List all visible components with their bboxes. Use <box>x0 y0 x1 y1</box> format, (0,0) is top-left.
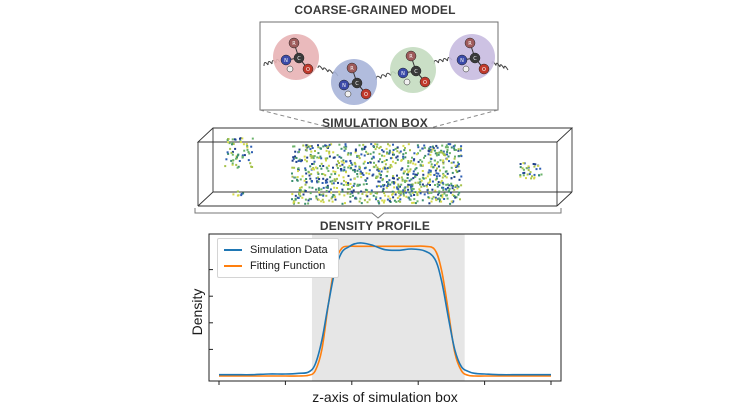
x-axis-label: z-axis of simulation box <box>312 389 458 405</box>
atom-label-o: O <box>482 67 486 73</box>
atom-label-n: N <box>401 71 405 77</box>
coarse-grained-bead-1: R N CO <box>273 34 319 80</box>
zoom-line-left <box>259 109 333 129</box>
atom-h <box>462 65 470 73</box>
atom-label-c: C <box>355 81 359 87</box>
legend-entry-simulation: Simulation Data <box>224 243 328 257</box>
spring-1 <box>317 65 339 77</box>
atom-n <box>280 54 292 66</box>
zoom-line-right <box>429 109 499 129</box>
atom-label-o: O <box>364 92 368 98</box>
atom-n <box>397 67 409 79</box>
fitting-function-line <box>219 245 551 377</box>
spring-3 <box>433 57 453 65</box>
protein-condensate-particles <box>224 137 543 205</box>
legend-swatch-simulation <box>224 249 242 251</box>
dilute-fragment <box>232 190 245 197</box>
atom-label-r: R <box>292 41 296 47</box>
atom-label-r: R <box>409 54 413 60</box>
legend-label-simulation: Simulation Data <box>250 244 328 256</box>
plot-frame <box>208 233 562 382</box>
dilute-cluster-left <box>224 137 254 169</box>
simulation-data-line <box>218 242 551 376</box>
atom-o <box>360 88 372 100</box>
coarse-grained-bead-3: R N CO <box>390 47 436 93</box>
atom-label-o: O <box>306 67 310 73</box>
atom-label-n: N <box>460 58 464 64</box>
atom-r <box>288 37 300 49</box>
atom-r <box>405 50 417 62</box>
atom-label-o: O <box>423 80 427 86</box>
dilute-cluster-right <box>519 162 543 180</box>
atom-c <box>293 52 305 64</box>
atom-label-r: R <box>468 41 472 47</box>
y-axis-label: Density <box>189 288 205 336</box>
bracket-brace <box>194 208 562 219</box>
atom-n <box>456 54 468 66</box>
spring-2 <box>375 71 397 81</box>
atom-r <box>346 62 358 74</box>
dense-phase-cluster <box>291 143 463 205</box>
coarse-grained-bead-2: R N CO <box>331 59 377 105</box>
spring-start <box>263 59 281 67</box>
legend-swatch-fitting <box>224 265 242 267</box>
atom-o <box>478 63 490 75</box>
atom-label-n: N <box>284 58 288 64</box>
atom-c <box>410 65 422 77</box>
chart-legend: Simulation Data Fitting Function <box>217 238 339 278</box>
atom-label-n: N <box>342 83 346 89</box>
atom-r <box>464 37 476 49</box>
density-profile-title: DENSITY PROFILE <box>319 219 431 233</box>
atom-h <box>286 65 294 73</box>
atom-h <box>403 78 411 86</box>
atom-c <box>469 52 481 64</box>
atom-o <box>302 63 314 75</box>
coarse-grained-bead-4: R N CO <box>449 34 495 80</box>
atom-label-c: C <box>473 56 477 62</box>
atom-label-c: C <box>414 69 418 75</box>
axis-ticks <box>209 269 552 385</box>
coarse-grained-model-title: COARSE-GRAINED MODEL <box>294 3 456 17</box>
atom-label-c: C <box>297 56 301 62</box>
atom-h <box>344 90 352 98</box>
atom-o <box>419 76 431 88</box>
atom-label-r: R <box>350 66 354 72</box>
legend-entry-fitting: Fitting Function <box>224 259 325 273</box>
legend-label-fitting: Fitting Function <box>250 260 326 272</box>
simulation-box-title: SIMULATION BOX <box>322 116 428 130</box>
atom-n <box>338 79 350 91</box>
atom-c <box>351 77 363 89</box>
